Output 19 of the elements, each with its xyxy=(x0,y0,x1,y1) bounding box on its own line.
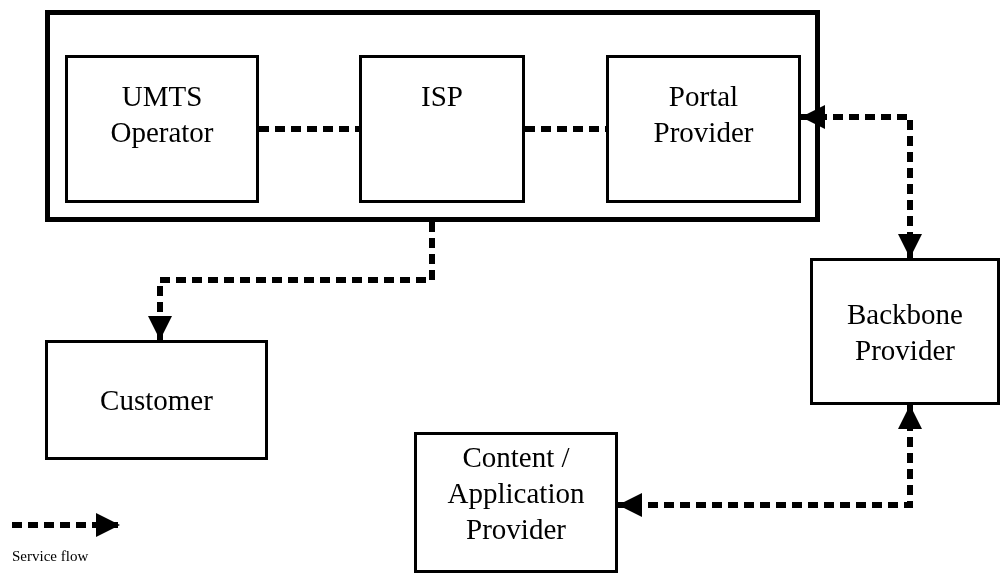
dotted-connector xyxy=(801,105,922,258)
box-label: UMTS Operator xyxy=(109,79,215,150)
box-label: Content / Application Provider xyxy=(446,440,586,547)
box-label: Customer xyxy=(99,383,214,418)
process-box xyxy=(359,55,525,203)
process-box xyxy=(65,55,259,203)
dotted-connector xyxy=(148,222,435,340)
process-box xyxy=(810,258,1000,405)
process-box xyxy=(414,432,618,573)
dotted-connector xyxy=(525,126,606,132)
process-box xyxy=(45,340,268,460)
box-label: Backbone Provider xyxy=(846,296,964,368)
dotted-connector xyxy=(259,126,359,132)
dotted-connector xyxy=(618,405,922,517)
legend-label: Service flow xyxy=(12,549,89,564)
process-box xyxy=(606,55,801,203)
box-label: ISP xyxy=(420,79,464,114)
box-label: Portal Provider xyxy=(652,79,755,150)
group-box xyxy=(45,10,820,222)
